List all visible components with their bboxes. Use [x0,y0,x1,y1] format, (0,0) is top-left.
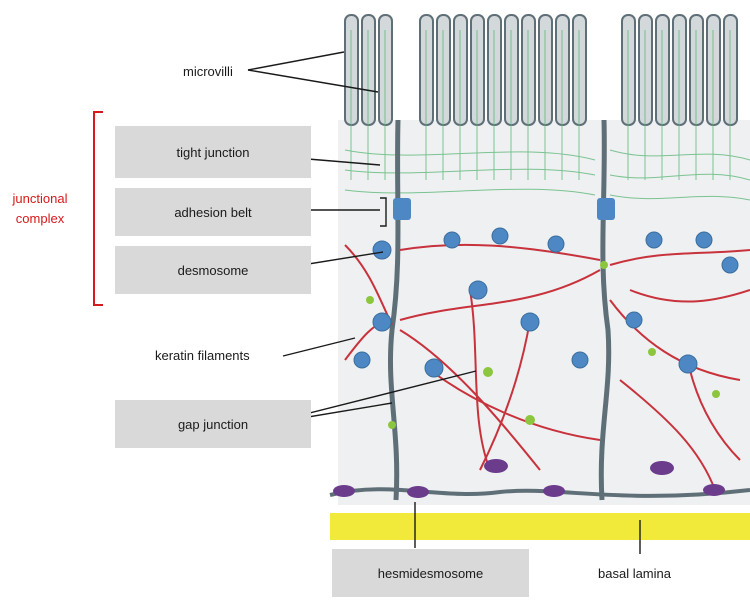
junctional-complex-line2: complex [15,211,65,226]
hemidesmosomes [333,459,725,498]
keratin-filaments-label: keratin filaments [155,348,250,363]
tight-junction-label: tight junction [115,126,311,178]
hemidesmosome-label: hesmidesmosome [332,549,529,597]
basal-lamina-label: basal lamina [598,566,671,581]
basal-lamina [330,513,750,540]
gap-junctions [366,261,720,429]
junctional-complex-line1: junctional [12,191,68,206]
actin-filaments [344,30,750,201]
microvilli-group [344,14,738,126]
basal-membrane [329,487,750,498]
cell-cytoplasm [338,120,750,505]
desmosome-plaques [353,227,739,378]
junctional-complex-label: junctional complex [0,189,80,229]
adhesion-belt-label: adhesion belt [115,188,311,236]
gap-junction-label: gap junction [115,400,311,448]
desmosome-label: desmosome [115,246,311,294]
lateral-membranes [388,119,612,501]
adhesion-belt-markers [393,198,615,220]
junctional-complex-bracket [93,111,103,306]
microvilli-label: microvilli [183,64,233,79]
